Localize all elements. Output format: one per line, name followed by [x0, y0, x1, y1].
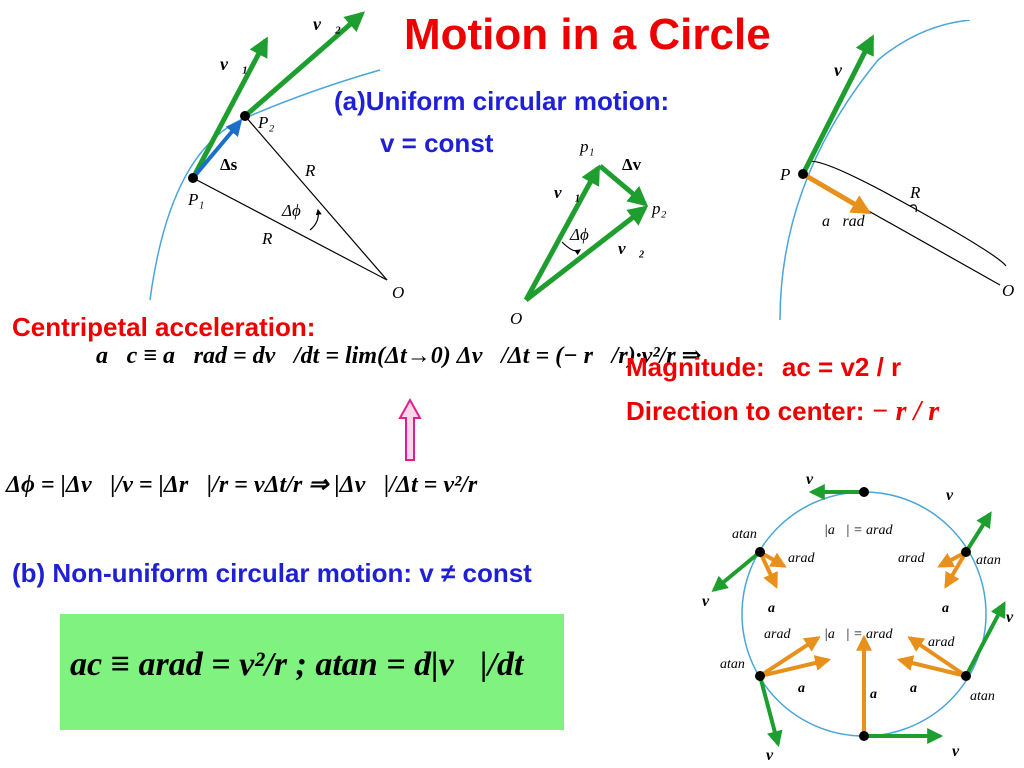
- diagram-velocity-triangle: p₁ Δv⃗ v⃗₁ p₂ Δϕ v⃗₂ O: [510, 137, 667, 328]
- label-r-upper: R: [304, 161, 316, 180]
- centripetal-heading: Centripetal acceleration:: [12, 312, 316, 342]
- point-p1: [188, 173, 198, 183]
- label-a-ll: a⃗: [798, 681, 816, 696]
- label-v-lower-left: v⃗: [766, 747, 786, 764]
- label-arad-ur: arad: [898, 551, 925, 566]
- uniform-motion-condition: v = const: [380, 128, 494, 158]
- diagram-radial-acceleration: v⃗ P R a⃗rad O: [779, 20, 1014, 321]
- label-r: R: [909, 183, 921, 202]
- label-p2: P₂: [257, 113, 274, 132]
- label-dphi-small: Δϕ: [569, 225, 589, 244]
- formula-box: ac ≡ arad = v²/r ; atan = d|v⃗|/dt: [60, 614, 564, 730]
- point-upper-right: [961, 547, 971, 557]
- label-a-ur: a⃗: [942, 601, 960, 616]
- circle-arc-2: [244, 69, 381, 119]
- label-p1: P₁: [187, 190, 204, 209]
- label-atan-lr: atan: [970, 689, 995, 704]
- label-atan-ul: atan: [732, 527, 757, 542]
- label-v-top: v⃗: [806, 471, 826, 488]
- nonuniform-heading: (b) Non-uniform circular motion: v ≠ con…: [12, 558, 532, 588]
- triangle-v1: [523, 164, 601, 302]
- centripetal-equation-1: a⃗c ≡ a⃗rad = dv⃗/dt = lim(Δt→0) Δv⃗/Δt …: [96, 340, 702, 370]
- label-v-upper-right: v⃗: [946, 487, 966, 504]
- label-atan-ur: atan: [976, 553, 1001, 568]
- displacement-arrow: [191, 119, 243, 180]
- direction-label: Direction to center:: [626, 396, 865, 426]
- angle-arc: [309, 208, 322, 231]
- arad-lower-right: [896, 655, 967, 678]
- velocity-v2-arrow: [243, 11, 366, 118]
- nonuniform-formula: ac ≡ arad = v²/r ; atan = d|v⃗|/dt: [70, 646, 524, 683]
- label-arad-ul: arad: [788, 551, 815, 566]
- label-v2-small: v⃗₂: [618, 239, 645, 258]
- point-upper-left: [755, 547, 765, 557]
- label-v-lower-right: v⃗: [1006, 609, 1024, 626]
- label-arad-lr: arad: [928, 635, 955, 650]
- label-v1: v⃗₁: [220, 54, 248, 74]
- label-o-3: O: [1002, 281, 1014, 300]
- point-lower-right: [961, 671, 971, 681]
- label-arad-ll: arad: [764, 627, 791, 642]
- v-lower-right: [964, 601, 1006, 677]
- triangle-v2: [524, 205, 649, 302]
- point-top: [859, 487, 869, 497]
- diagram-displacement: v⃗₂ v⃗₁ P₂ P₁ Δs R R Δϕ O: [149, 11, 404, 302]
- label-p: P: [779, 165, 790, 184]
- eq1-text: a⃗c ≡ a⃗rad = dv⃗/dt = lim(Δt→0) Δv⃗/Δt …: [96, 343, 702, 369]
- centripetal-equation-2: Δϕ = |Δv⃗|/v = |Δr⃗|/r = vΔt/r ⇒ |Δv⃗|/Δ…: [6, 470, 477, 499]
- a-lower-left: [758, 636, 821, 678]
- arad-lower-left: [759, 655, 832, 678]
- label-v2: v⃗₂: [313, 14, 341, 34]
- label-atan-ll: atan: [720, 657, 745, 672]
- a-upper-left: [758, 551, 778, 589]
- triangle-angle-arc: [561, 241, 581, 256]
- label-a-ul: a⃗: [768, 601, 786, 616]
- v-upper-right: [964, 511, 992, 554]
- radius-line-2: [244, 115, 388, 281]
- label-p2-small: p₂: [651, 199, 667, 218]
- label-ds: Δs: [220, 155, 238, 174]
- velocity-v1-arrow: [190, 36, 269, 180]
- radial-accel-arrow: [801, 171, 872, 215]
- label-r-lower: R: [261, 229, 273, 248]
- label-dphi: Δϕ: [281, 201, 301, 220]
- label-p1-small: p₁: [579, 137, 594, 156]
- point-lower-left: [755, 671, 765, 681]
- magnitude-formula: ac = v2 / r: [781, 352, 902, 382]
- v-upper-left: [711, 550, 762, 593]
- point-p: [798, 169, 808, 179]
- direction-formula: − r / r: [871, 396, 940, 427]
- point-bottom: [859, 731, 869, 741]
- label-a-lr: a⃗: [910, 681, 928, 696]
- label-a-eq-arad-2: |a⃗| = arad: [824, 627, 893, 642]
- direction-line: Direction to center: − r / r: [626, 396, 939, 428]
- velocity-arrow: [800, 34, 875, 176]
- circle-arc-3: [779, 20, 971, 321]
- radius-line-1: [192, 177, 388, 281]
- circle-arc: [149, 117, 246, 301]
- up-arrow-icon: [398, 398, 422, 461]
- diagram-nonuniform-motion: v⃗ v⃗ v⃗ v⃗ v⃗ v⃗ atan atan atan atan ar…: [702, 471, 1024, 764]
- triangle-dv: [598, 164, 649, 207]
- a-lower-right: [907, 636, 968, 678]
- page-title: Motion in a Circle: [404, 10, 771, 59]
- point-p2: [240, 111, 250, 121]
- label-o-small: O: [510, 309, 522, 328]
- magnitude-label: Magnitude:: [626, 352, 765, 382]
- label-v: v⃗: [834, 60, 856, 80]
- v-lower-left: [758, 675, 783, 748]
- label-arad: a⃗rad: [822, 213, 866, 230]
- label-o: O: [392, 283, 404, 302]
- eq2-text: Δϕ = |Δv⃗|/v = |Δr⃗|/r = vΔt/r ⇒ |Δv⃗|/Δ…: [6, 472, 478, 498]
- magnitude-line: Magnitude: ac = v2 / r: [626, 352, 901, 383]
- a-upper-right: [944, 550, 968, 589]
- label-v-upper-left: v⃗: [702, 593, 722, 610]
- label-a-eq-arad-1: |a⃗| = arad: [824, 523, 893, 538]
- label-v1-small: v⃗₁: [554, 183, 581, 202]
- label-a-bottom: a⃗: [870, 687, 888, 702]
- label-dv: Δv⃗: [622, 155, 654, 174]
- uniform-motion-heading: (a)Uniform circular motion:: [334, 86, 670, 116]
- label-v-bottom: v⃗: [952, 743, 972, 760]
